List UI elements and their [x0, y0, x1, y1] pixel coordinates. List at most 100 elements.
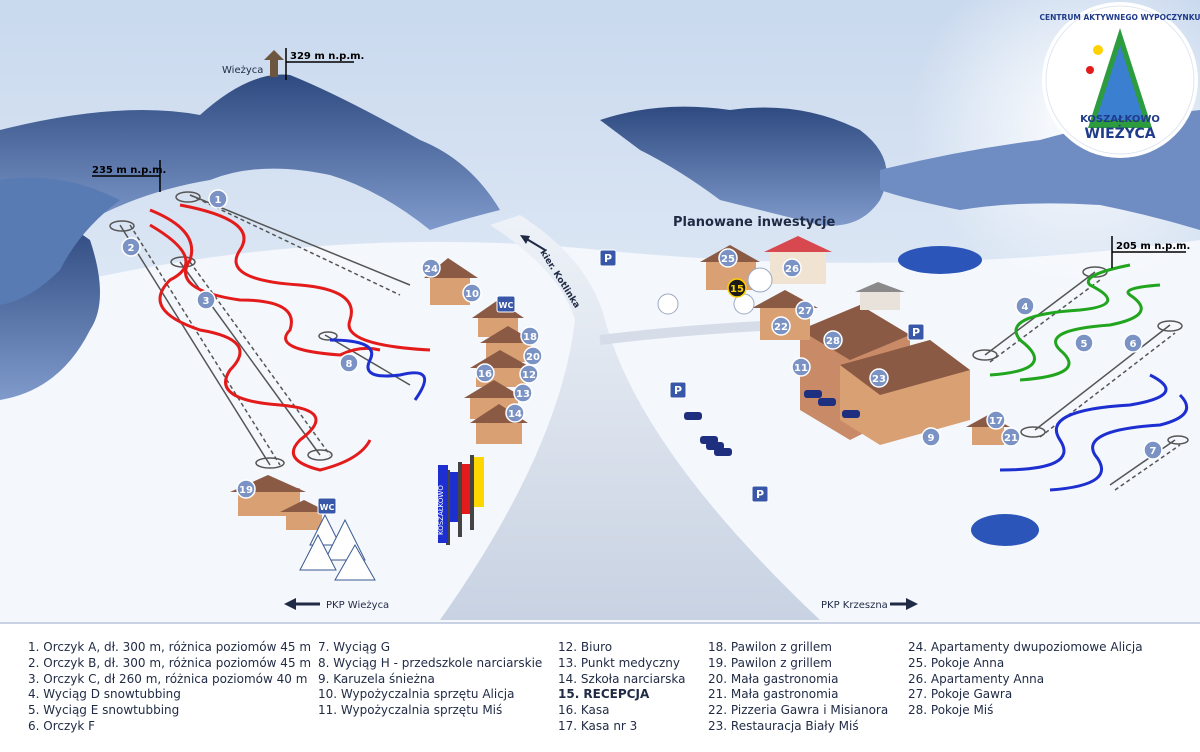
legend-item-23: 23. Restauracja Biały Miś	[708, 718, 859, 733]
legend-item-6: 6. Orczyk F	[28, 718, 96, 733]
red-slope-upper	[149, 208, 381, 357]
marker-11[interactable]: 11	[791, 357, 811, 377]
lift-hoops-left	[109, 191, 338, 469]
marker-18[interactable]: 18	[520, 326, 540, 346]
cars	[684, 390, 860, 456]
planned-investments-label: Planowane inwestycje	[673, 215, 835, 230]
legend-item-12: 12. Biuro	[558, 640, 613, 654]
marker-8[interactable]: 8	[339, 353, 359, 373]
legend-column-accommodation: 24. Apartamenty dwupoziomowe Alicja 25. …	[908, 640, 1143, 719]
marker-28[interactable]: 28	[823, 330, 843, 350]
left-slope-forest	[0, 177, 120, 305]
marker-4[interactable]: 4	[1015, 296, 1035, 316]
marker-number: 5	[1081, 339, 1088, 350]
flags: KOSZAŁKOWO	[437, 455, 484, 545]
marker-number: 1	[215, 195, 222, 206]
marker-number: 15	[730, 284, 744, 295]
side-road	[599, 320, 781, 345]
pkp-krzeszna-label: PKP Krzeszna	[821, 600, 888, 611]
marker-3[interactable]: 3	[196, 290, 216, 310]
legend-item-9: 9. Karuzela śnieżna	[318, 671, 435, 686]
resort-logo: KOSZAŁKOWO WIEŻYCA CENTRUM AKTYWNEGO WYP…	[1040, 2, 1200, 158]
marker-22[interactable]: 22	[771, 316, 791, 336]
marker-number: 14	[508, 409, 522, 420]
marker-12[interactable]: 12	[519, 364, 539, 384]
legend-item-16: 16. Kasa	[558, 703, 610, 718]
marker-number: 12	[522, 370, 536, 381]
logo-name-bottom: WIEŻYCA	[1084, 125, 1155, 142]
legend-item-14: 14. Szkoła narciarska	[558, 671, 686, 686]
wc-sign: WC	[499, 301, 514, 310]
marker-9[interactable]: 9	[921, 427, 941, 447]
markers-layer: 1 2 3 4 5 6 7 8 9 10 11 12 13 14 15 16 1…	[121, 189, 1163, 499]
marker-17[interactable]: 17	[986, 410, 1006, 430]
marker-13[interactable]: 13	[513, 383, 533, 403]
marker-number: 19	[239, 485, 253, 496]
lake-bottom	[971, 514, 1039, 546]
altitude-marker-peak: 329 m n.p.m. Wieżyca	[222, 48, 364, 80]
marker-19[interactable]: 19	[236, 479, 256, 499]
wc-sign: WC	[320, 503, 335, 512]
marker-number: 3	[203, 296, 210, 307]
legend-item-8: 8. Wyciąg H - przedszkole narciarskie	[318, 655, 543, 670]
marker-number: 10	[465, 289, 479, 300]
marker-2[interactable]: 2	[121, 237, 141, 257]
marker-24[interactable]: 24	[421, 258, 441, 278]
marker-number: 4	[1022, 302, 1029, 313]
peak-altitude: 329 m n.p.m.	[290, 51, 364, 62]
marker-6[interactable]: 6	[1123, 333, 1143, 353]
legend-column-lifts: 1. Orczyk A, dł. 300 m, różnica poziomów…	[28, 640, 311, 735]
legend-item-21: 21. Mała gastronomia	[708, 687, 839, 702]
marker-number: 23	[872, 374, 886, 385]
peak-wiezyca-mountain	[0, 74, 500, 230]
altitude-marker-right: 205 m n.p.m.	[1111, 236, 1190, 268]
marker-number: 27	[798, 306, 812, 317]
marker-7[interactable]: 7	[1143, 440, 1163, 460]
red-slope-lower	[149, 223, 372, 472]
legend-item-11: 11. Wypożyczalnia sprzętu Miś	[318, 703, 503, 718]
marker-number: 6	[1130, 339, 1137, 350]
legend-item-15: 15. RECEPCJA	[558, 687, 650, 702]
legend-item-10: 10. Wypożyczalnia sprzętu Alicja	[318, 687, 515, 702]
legend-item-1: 1. Orczyk A, dł. 300 m, różnica poziomów…	[28, 640, 312, 654]
marker-16[interactable]: 16	[475, 363, 495, 383]
parking-sign: P	[756, 488, 764, 501]
parking-sign: P	[604, 252, 612, 265]
marker-25[interactable]: 25	[718, 248, 738, 268]
lake-top	[898, 246, 982, 274]
tree-puffs	[657, 267, 773, 315]
marker-20[interactable]: 20	[523, 346, 543, 366]
right-altitude: 205 m n.p.m.	[1116, 241, 1190, 252]
marker-27[interactable]: 27	[795, 300, 815, 320]
legend-item-7: 7. Wyciąg G	[318, 640, 391, 654]
marker-number: 21	[1004, 433, 1018, 444]
right-mountain	[600, 106, 887, 226]
red-slope-3	[179, 203, 431, 352]
parking-sign: P	[674, 384, 682, 397]
blue-slope-8	[329, 338, 426, 401]
marker-21[interactable]: 21	[1001, 427, 1021, 447]
snow-trees	[299, 513, 376, 581]
legend-item-4: 4. Wyciąg D snowtubbing	[28, 687, 181, 702]
green-slope-4	[989, 263, 1131, 377]
marker-26[interactable]: 26	[782, 258, 802, 278]
legend-item-2: 2. Orczyk B, dł. 300 m, różnica poziomów…	[28, 655, 312, 670]
marker-5[interactable]: 5	[1074, 333, 1094, 353]
legend-item-25: 25. Pokoje Anna	[908, 655, 1005, 670]
marker-15[interactable]: 15	[727, 278, 747, 298]
marker-number: 16	[478, 369, 492, 380]
map-legend: 1. Orczyk A, dł. 300 m, różnica poziomów…	[0, 622, 1200, 752]
legend-item-19: 19. Pawilon z grillem	[708, 655, 832, 670]
legend-item-24: 24. Apartamenty dwupoziomowe Alicja	[908, 640, 1143, 654]
marker-1[interactable]: 1	[208, 189, 228, 209]
wc-signs: WC WC	[317, 295, 516, 515]
legend-item-5: 5. Wyciąg E snowtubbing	[28, 703, 180, 718]
marker-number: 17	[989, 416, 1003, 427]
left-altitude: 235 m n.p.m.	[92, 165, 166, 176]
logo-arc-text: CENTRUM AKTYWNEGO WYPOCZYNKU	[1040, 13, 1200, 22]
marker-23[interactable]: 23	[869, 368, 889, 388]
marker-10[interactable]: 10	[462, 283, 482, 303]
legend-item-22: 22. Pizzeria Gawra i Misianora	[708, 703, 889, 718]
marker-14[interactable]: 14	[505, 403, 525, 423]
marker-number: 28	[826, 336, 840, 347]
